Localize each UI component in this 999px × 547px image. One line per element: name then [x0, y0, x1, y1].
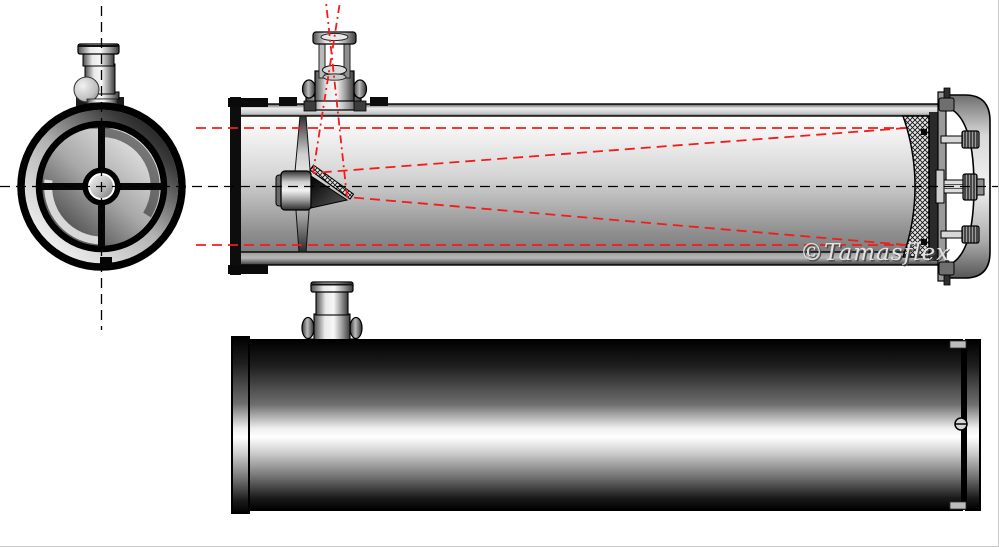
front-end-ring-section [228, 97, 268, 275]
tube-exterior [248, 339, 963, 511]
watermark: ©Tamasflex ©Tamasflex [800, 240, 952, 268]
front-ring-exterior [231, 336, 250, 514]
rear-ring-exterior [965, 339, 981, 511]
secondary-hub [275, 170, 312, 211]
rear-clip-top [949, 340, 967, 349]
secondary-holder [310, 175, 349, 209]
tube-interior-section [240, 116, 940, 252]
centerlines [0, 6, 998, 330]
front-ring-clip-top [228, 98, 268, 107]
collimation-knob-bottom [961, 225, 980, 244]
eyepiece-opening [320, 32, 349, 42]
light-rays [196, 1, 907, 246]
focus-knob-left [301, 79, 317, 99]
watermark-shadow: ©Tamasflex [802, 242, 952, 268]
eyepiece-ray-left [312, 1, 341, 174]
focuser-clamp-left [279, 97, 297, 106]
front-ring-clip-bottom [228, 265, 268, 274]
mirror-clip-top [921, 129, 927, 135]
collimation-knob-top [961, 130, 980, 149]
focus-knob-right-ext [349, 316, 363, 340]
focuser-clamp-right [370, 97, 388, 106]
tube-screw [954, 417, 968, 431]
focuser-section [279, 31, 388, 112]
focuser-body-ext [313, 313, 351, 342]
eyepiece-ray-right [325, 1, 348, 198]
inner-shadow-arc [101, 128, 160, 218]
rear-clip-bottom [949, 501, 967, 510]
focus-knob-right [352, 79, 368, 99]
eyepiece-lens [322, 64, 347, 76]
reflected-ray-bottom [346, 196, 907, 246]
exterior-view [231, 281, 981, 514]
inner-ring-tab [100, 257, 112, 268]
focus-knob-front [73, 76, 100, 103]
mirror-clip-bottom [921, 239, 927, 245]
cell-clamp-screw-bottom [938, 261, 955, 286]
focuser-exterior [301, 281, 363, 349]
inner-highlight-arc [44, 179, 102, 245]
section-view [228, 31, 991, 291]
focuser-front-view [73, 43, 124, 107]
focus-knob-left-ext [301, 316, 315, 340]
cell-clamp-screw-top [938, 87, 955, 112]
reflected-ray-top [312, 127, 907, 174]
secondary-mirror [309, 164, 355, 200]
watermark-text: ©Tamasflex [800, 240, 950, 266]
